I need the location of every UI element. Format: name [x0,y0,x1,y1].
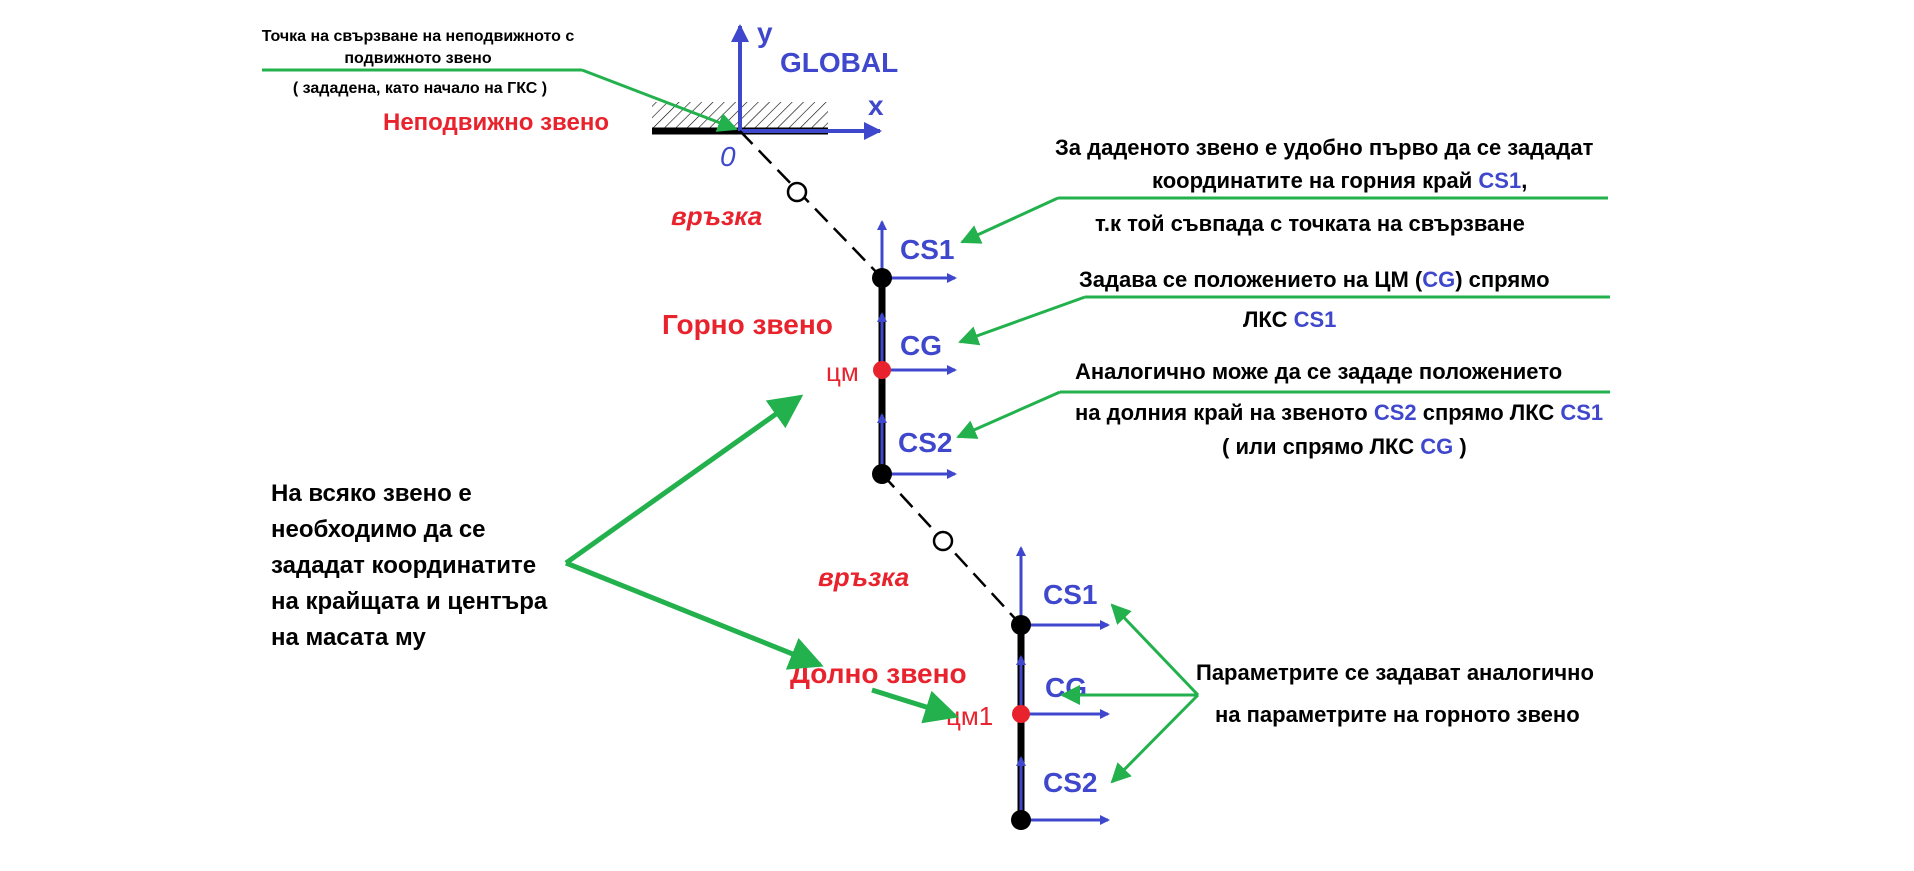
upper-link: CS1 CG цм CS2 [826,220,957,484]
note-every-line5: на масата му [271,624,426,651]
upper-cm-point [873,361,891,379]
note-every-line4: на крайщата и центъра [271,588,548,615]
lower-cs2-point [1011,810,1031,830]
lower-cs1-point [1011,615,1031,635]
lower-link: CS1 CG цм1 CS2 [946,546,1110,830]
note-cs2-line2-hl1: CS2 [1374,400,1417,425]
lower-cm-point [1012,705,1030,723]
joint-circle-lower [932,530,954,552]
joint-lower [881,473,1022,626]
note-cs2: Аналогично може да се зададе положението… [956,359,1610,459]
note-cs2-line3: ( или спрямо ЛКС CG ) [1222,434,1467,459]
lower-cs1-label: CS1 [1043,579,1097,610]
note-cs1-line2-hl: CS1 [1478,168,1521,193]
note-connection-line1: Точка на свързване на неподвижното с [262,28,575,45]
note-cg: Задава се положението на ЦМ (CG) спрямо … [958,267,1610,346]
upper-cs1-point [872,268,892,288]
global-frame: y GLOBAL x 0 [720,17,898,172]
note-connection-point: Точка на свързване на неподвижното с под… [262,28,738,132]
origin-label: 0 [720,141,736,172]
note-every-line3: зададат координатите [271,552,536,579]
joint-circle-upper [786,181,808,203]
upper-cs1-label: CS1 [900,234,954,265]
note-lower-line2: на параметрите на горното звено [1215,702,1580,727]
note-cs1-line2: координатите на горния край CS1, [1152,168,1527,193]
note-cs2-line3-text: ( или спрямо ЛКС [1222,434,1420,459]
note-cs1-line2-text: координатите на горния край [1152,168,1478,193]
note-lower: Параметрите се задават аналогично на пар… [1060,603,1594,784]
note-cs2-line2: на долния край на звеното CS2 спрямо ЛКС… [1075,400,1603,425]
note-every-line2: необходимо да се [271,516,486,543]
lower-cs2-label: CS2 [1043,767,1097,798]
joint-label-lower: връзка [818,562,909,592]
note-every-link: На всяко звено е необходимо да се задада… [271,394,959,724]
joint-upper [739,130,883,279]
note-cg-line1-text: Задава се положението на ЦМ ( [1079,267,1423,292]
note-cs2-line2-hl2: CS1 [1560,400,1603,425]
note-cg-line1: Задава се положението на ЦМ (CG) спрямо [1079,267,1550,292]
upper-cs2-point [872,464,892,484]
note-cs2-line1: Аналогично може да се зададе положението [1075,359,1562,384]
note-cs2-line3-hl: CG [1420,434,1453,459]
upper-link-label: Горно звено [662,309,833,340]
global-y-label: y [757,17,773,48]
note-cs2-line2-text: на долния край на звеното [1075,400,1374,425]
global-title: GLOBAL [780,47,898,78]
note-connection-line2: подвижното звено [344,50,491,67]
upper-cs2-label: CS2 [898,427,952,458]
note-cg-line2: ЛКС CS1 [1243,307,1336,332]
fixed-link-label: Неподвижно звено [383,109,609,136]
joint-label-upper: връзка [671,201,762,231]
lower-cg-label: CG [1045,672,1087,703]
note-cs1-line2-tail: , [1521,168,1527,193]
note-cg-line2-hl: CS1 [1294,307,1337,332]
note-connection-line3: ( зададена, като начало на ГКС ) [293,80,547,97]
note-cs1-line3: т.к той съвпада с точката на свързване [1095,211,1525,236]
note-every-line1: На всяко звено е [271,480,472,507]
note-cs2-line3-tail: ) [1453,434,1466,459]
note-cs1: За даденото звено е удобно първо да се з… [960,135,1608,244]
upper-cg-label: CG [900,330,942,361]
note-cg-line1-hl: CG [1422,267,1455,292]
note-cs2-line2-mid: спрямо ЛКС [1417,400,1561,425]
note-cs1-line1: За даденото звено е удобно първо да се з… [1055,135,1594,160]
global-x-label: x [868,90,884,121]
note-cg-line2-text: ЛКС [1243,307,1294,332]
note-lower-line1: Параметрите се задават аналогично [1196,660,1594,685]
note-cg-line1-tail: ) спрямо [1455,267,1549,292]
upper-cm-label: цм [826,357,859,387]
